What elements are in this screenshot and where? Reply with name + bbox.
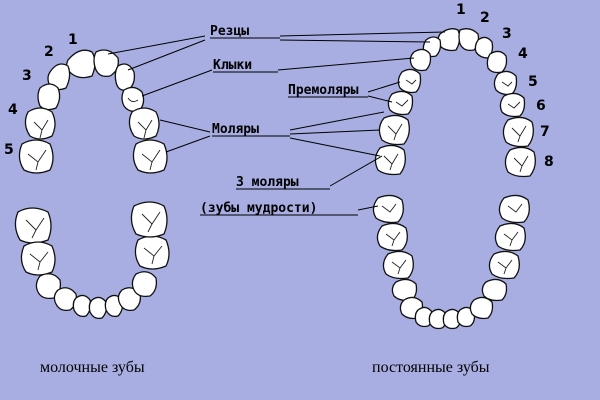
baby-number-3: 3 bbox=[22, 68, 32, 84]
baby-lower-incisor-2 bbox=[89, 297, 106, 318]
perm-number-5: 5 bbox=[528, 74, 538, 90]
perm-upper-molar1-left bbox=[379, 115, 409, 144]
pointer-third-molars-upper bbox=[330, 156, 382, 186]
baby-lower-canine-right bbox=[132, 272, 156, 297]
baby-upper-molar1-right bbox=[129, 108, 159, 139]
perm-upper-premolar2-left bbox=[388, 91, 412, 114]
perm-lower-canine-right bbox=[470, 297, 492, 318]
perm-upper-premolar2-right bbox=[500, 93, 524, 116]
permanent-upper-arch bbox=[375, 29, 535, 177]
pointer-molars-baby-2 bbox=[166, 136, 210, 152]
perm-upper-canine-right bbox=[487, 51, 506, 72]
pointer-molars-perm-1 bbox=[290, 112, 384, 130]
perm-number-3: 3 bbox=[502, 26, 512, 42]
perm-lower-molar2-right bbox=[495, 223, 525, 250]
perm-lower-premolar-right bbox=[482, 279, 506, 300]
baby-lower-incisor-1 bbox=[73, 295, 90, 316]
label-wisdom-teeth: (зубы мудрости) bbox=[200, 201, 317, 216]
baby-number-2: 2 bbox=[44, 44, 54, 60]
baby-number-1: 1 bbox=[68, 32, 78, 48]
pointer-molars-baby-1 bbox=[160, 120, 210, 132]
perm-lower-molar3-right bbox=[499, 195, 529, 222]
perm-number-6: 6 bbox=[536, 98, 546, 114]
pointer-molars-perm-2 bbox=[290, 130, 380, 134]
label-molars: Моляры bbox=[212, 122, 259, 137]
perm-upper-canine-left bbox=[410, 49, 430, 70]
pointer-canines-baby bbox=[142, 70, 212, 96]
pointer-premolars-1 bbox=[368, 82, 400, 92]
baby-upper-lateral-right bbox=[115, 64, 134, 90]
label-premolars: Премоляры bbox=[288, 83, 359, 98]
permanent-lower-arch bbox=[373, 195, 529, 328]
baby-upper-arch bbox=[19, 50, 167, 173]
baby-upper-molar1-left bbox=[25, 108, 55, 139]
pointer-molars-perm-3 bbox=[290, 138, 380, 156]
caption-baby-teeth: молочные зубы bbox=[40, 359, 145, 376]
perm-upper-molar1-right bbox=[503, 117, 533, 146]
perm-lower-molar1-left bbox=[383, 251, 413, 278]
perm-lower-molar1-right bbox=[489, 251, 519, 278]
label-incisors: Резцы bbox=[210, 24, 249, 39]
pointer-incisors-perm-1 bbox=[280, 32, 445, 36]
label-third-molars: 3 моляры bbox=[236, 175, 299, 190]
perm-upper-premolar1-right bbox=[494, 71, 516, 94]
baby-lower-molar2-right bbox=[131, 202, 167, 237]
pointer-premolars-2 bbox=[368, 96, 392, 102]
perm-number-8: 8 bbox=[544, 154, 554, 170]
pointer-incisors-baby-1 bbox=[108, 36, 205, 54]
perm-upper-molar2-right bbox=[505, 147, 535, 176]
pointer-canines-perm bbox=[278, 58, 414, 70]
baby-upper-incisor-left bbox=[67, 50, 95, 77]
perm-upper-molar2-left bbox=[375, 145, 405, 174]
caption-permanent-teeth: постоянные зубы bbox=[372, 359, 490, 376]
baby-number-5: 5 bbox=[4, 142, 14, 158]
baby-number-4: 4 bbox=[8, 102, 18, 118]
perm-upper-premolar1-left bbox=[398, 69, 420, 92]
pointer-incisors-perm-2 bbox=[280, 40, 430, 42]
label-canines: Клыки bbox=[213, 58, 252, 73]
perm-number-2: 2 bbox=[480, 10, 490, 26]
baby-upper-canine-left bbox=[38, 84, 60, 110]
baby-upper-incisor-right bbox=[94, 50, 118, 76]
perm-number-1: 1 bbox=[456, 2, 466, 18]
baby-lower-arch bbox=[15, 202, 169, 318]
perm-lower-molar2-left bbox=[377, 223, 407, 250]
pointer-incisors-baby-2 bbox=[128, 40, 205, 70]
perm-number-7: 7 bbox=[540, 124, 550, 140]
perm-lower-molar3-left bbox=[373, 195, 403, 222]
baby-lower-molar2-left bbox=[15, 208, 51, 243]
perm-number-4: 4 bbox=[518, 46, 528, 62]
